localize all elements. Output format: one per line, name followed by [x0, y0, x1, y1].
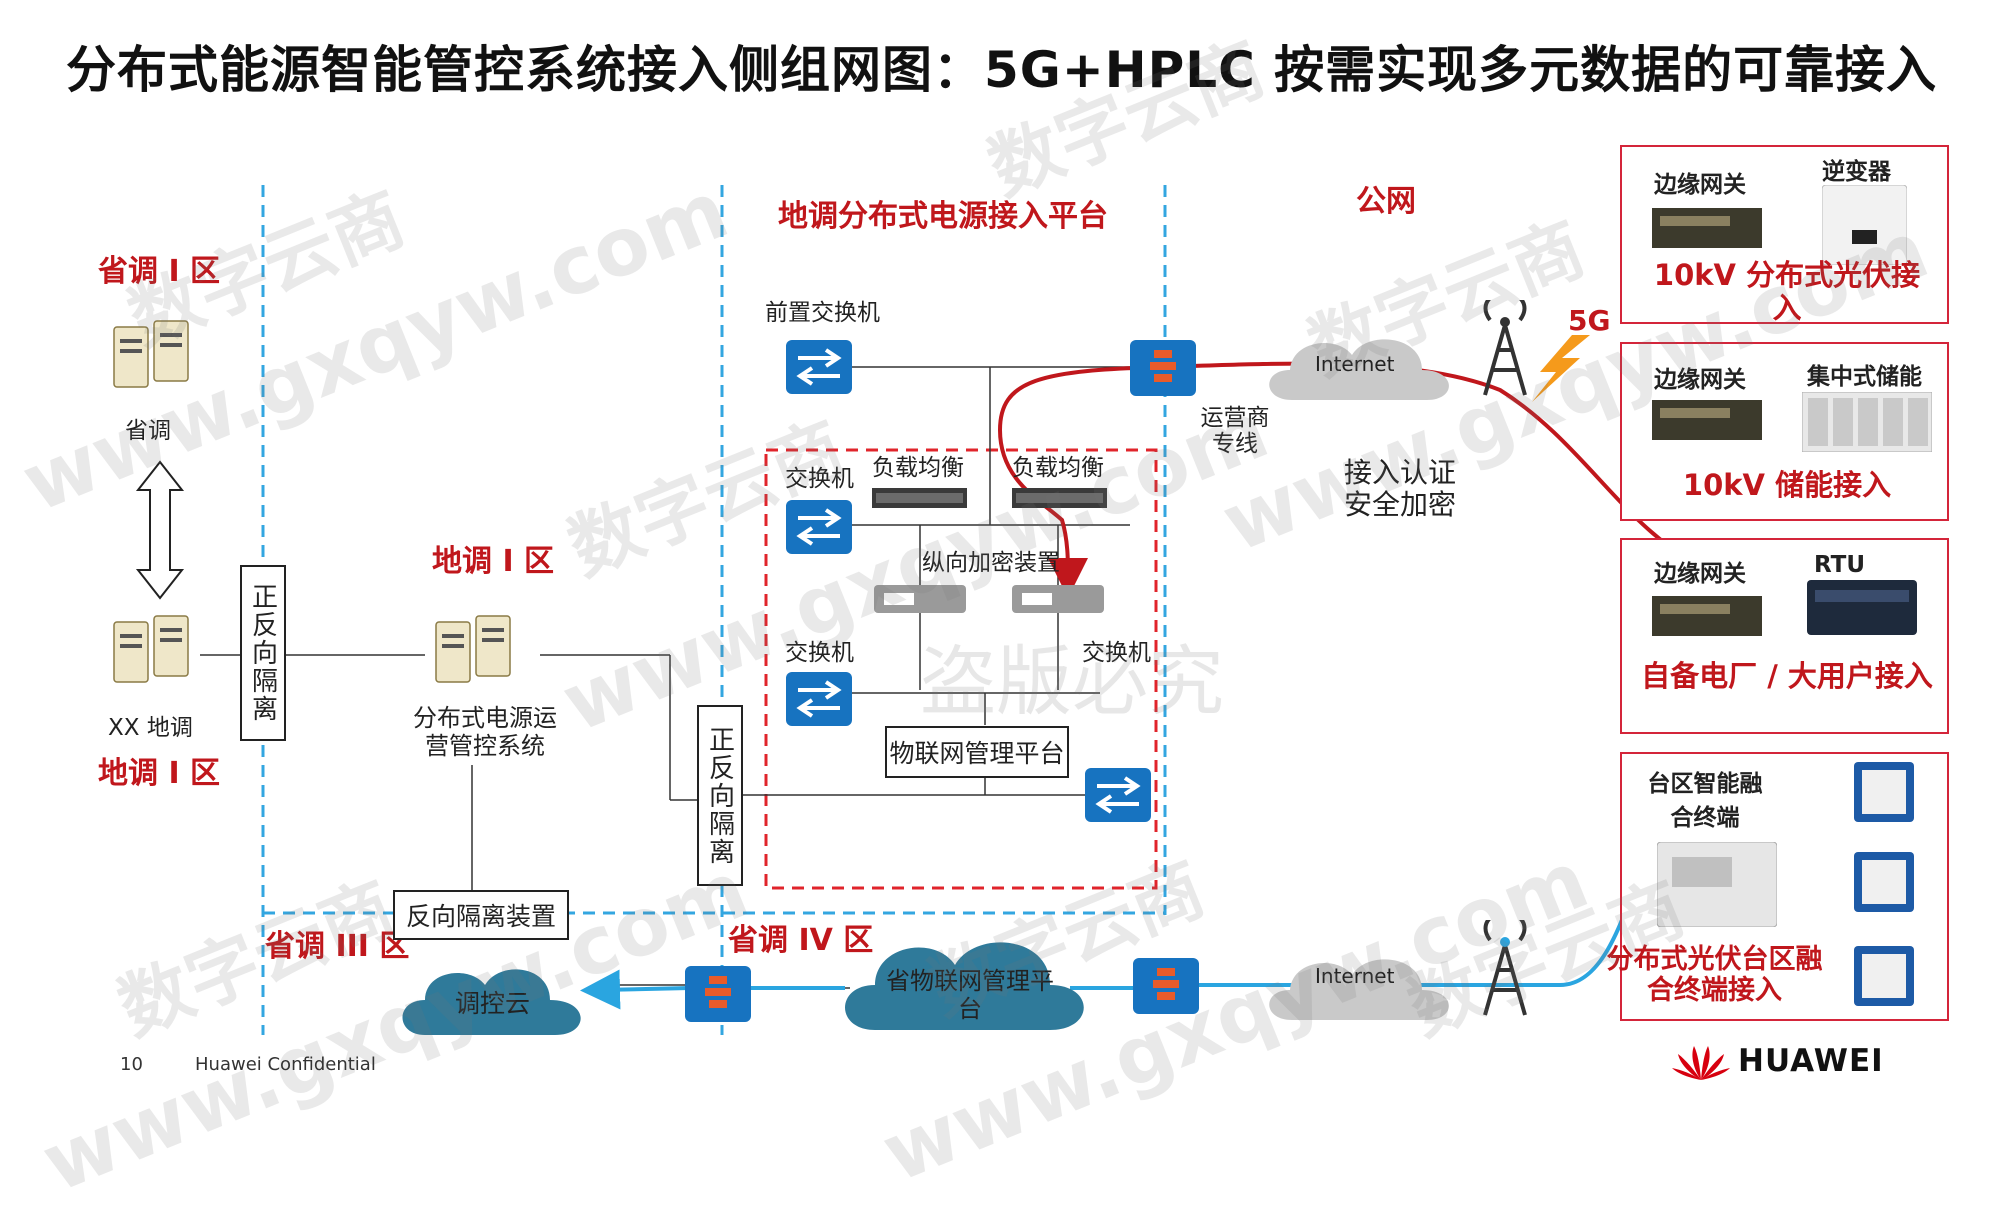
five-g-label: 5G [1568, 304, 1611, 337]
load-balancer-2-label: 负载均衡 [1012, 455, 1104, 481]
panel-2-left-title: 边缘网关 [1654, 367, 1746, 393]
encryption-device-icon-2 [1012, 585, 1104, 613]
switch-icon-1 [786, 500, 852, 554]
rtu-icon [1807, 580, 1917, 635]
prov-iot-cloud-icon [845, 942, 1084, 1030]
dispatch-cloud-label: 调控云 [455, 989, 531, 1018]
panel-4-title: 台区智能融合终端 [1647, 771, 1763, 831]
panel-self-plant-access: 边缘网关 RTU 自备电厂 / 大用户接入 [1620, 538, 1949, 734]
server-icon-prov [113, 320, 189, 388]
firewall-icon-bottom-right [1133, 958, 1199, 1014]
confidential-label: Huawei Confidential [195, 1054, 376, 1075]
internet-label-bottom: Internet [1315, 964, 1395, 988]
server-icon-xx-local [113, 615, 189, 683]
vertical-encryption-label: 纵向加密装置 [922, 550, 1060, 576]
platform-boundary [764, 448, 1158, 890]
dispatch-cloud-icon [402, 969, 581, 1035]
huawei-petal-icon [1672, 1046, 1730, 1080]
firewall-icon-top [1130, 340, 1196, 396]
iot-platform-box: 物联网管理平台 [885, 726, 1069, 778]
prov-iot-cloud-label: 省物联网管理平台 [886, 967, 1054, 1023]
connections [200, 366, 1130, 989]
meter-icon-1 [1854, 762, 1914, 822]
panel-2-right-title: 集中式储能 [1807, 364, 1922, 390]
double-arrow [135, 460, 185, 600]
page-number: 10 [120, 1054, 143, 1075]
tower-icon-top [1483, 300, 1527, 396]
load-balancer-1-label: 负载均衡 [872, 455, 964, 481]
zone-prov-4: 省调 IV 区 [728, 923, 874, 958]
fwd-rev-isolation-1: 正反向隔离 [240, 565, 286, 741]
edge-gateway-icon-1 [1652, 208, 1762, 248]
meter-icon-2 [1854, 852, 1914, 912]
panel-storage-access: 边缘网关 集中式储能 10kV 储能接入 [1620, 342, 1949, 521]
internet-label-top: Internet [1315, 352, 1395, 376]
panel-1-right-title: 逆变器 [1822, 159, 1891, 185]
panel-1-caption: 10kV 分布式光伏接入 [1653, 258, 1921, 326]
zone-local-1-mid: 地调 I 区 [432, 544, 555, 579]
storage-cabinet-icon [1802, 392, 1932, 452]
switch-icon-3 [1085, 768, 1151, 822]
zone-prov-3: 省调 III 区 [265, 929, 410, 964]
zone-public-net: 公网 [1356, 184, 1416, 219]
fwd-rev-isolation-2: 正反向隔离 [697, 705, 743, 886]
switch-1-label: 交换机 [785, 466, 854, 492]
server-label-xx-local: XX 地调 [108, 715, 193, 741]
switch-2-label: 交换机 [785, 640, 854, 666]
panel-3-right-title: RTU [1814, 552, 1866, 578]
panel-2-caption: 10kV 储能接入 [1682, 468, 1892, 502]
internet-cloud-icon-bottom [1269, 959, 1449, 1020]
edge-gateway-icon-2 [1652, 400, 1762, 440]
switch-icon-front [786, 340, 852, 394]
encryption-device-icon-1 [874, 585, 966, 613]
network-diagram: 分布式能源智能管控系统接入侧组网图：5G+HPLC 按需实现多元数据的可靠接入 … [10, 26, 1949, 1210]
meter-icon-3 [1854, 946, 1914, 1006]
zone-local-1-left: 地调 I 区 [98, 756, 221, 791]
panel-4-caption: 分布式光伏台区融合终端接入 [1606, 944, 1823, 1007]
inverter-icon [1822, 185, 1907, 265]
internet-cloud-icon-top [1269, 339, 1449, 400]
tower-icon-bottom [1483, 920, 1527, 1016]
carrier-line-label: 运营商专线 [1200, 405, 1270, 458]
page-title: 分布式能源智能管控系统接入侧组网图：5G+HPLC 按需实现多元数据的可靠接入 [66, 41, 1938, 99]
lightning-icon [1532, 335, 1590, 402]
ops-system-label: 分布式电源运营管控系统 [413, 704, 557, 760]
zone-platform: 地调分布式电源接入平台 [778, 199, 1108, 234]
huawei-brand-text: HUAWEI [1738, 1043, 1884, 1079]
panel-3-caption: 自备电厂 / 大用户接入 [1641, 659, 1933, 693]
panel-pv-district-access: 台区智能融合终端 分布式光伏台区融合终端接入 [1607, 752, 1949, 1021]
fusion-terminal-icon [1657, 842, 1777, 927]
panel-pv-access: 边缘网关 逆变器 10kV 分布式光伏接入 [1620, 145, 1949, 326]
switch-3-label: 交换机 [1082, 640, 1151, 666]
load-balancer-icon-1 [872, 488, 967, 508]
panel-3-left-title: 边缘网关 [1654, 561, 1746, 587]
auth-encrypt-label: 接入认证安全加密 [1343, 456, 1456, 522]
load-balancer-icon-2 [1012, 488, 1107, 508]
server-label-prov: 省调 [125, 418, 171, 444]
server-icon-ops [435, 615, 511, 683]
reverse-isolation-box: 反向隔离装置 [393, 890, 569, 940]
edge-gateway-icon-3 [1652, 596, 1762, 636]
switch-icon-2 [786, 672, 852, 726]
front-switch-label: 前置交换机 [765, 300, 880, 326]
zone-prov-1: 省调 I 区 [98, 254, 221, 289]
firewall-icon-bottom-left [685, 966, 751, 1022]
huawei-logo: HUAWEI [1672, 1040, 1884, 1082]
panel-1-left-title: 边缘网关 [1654, 172, 1746, 198]
